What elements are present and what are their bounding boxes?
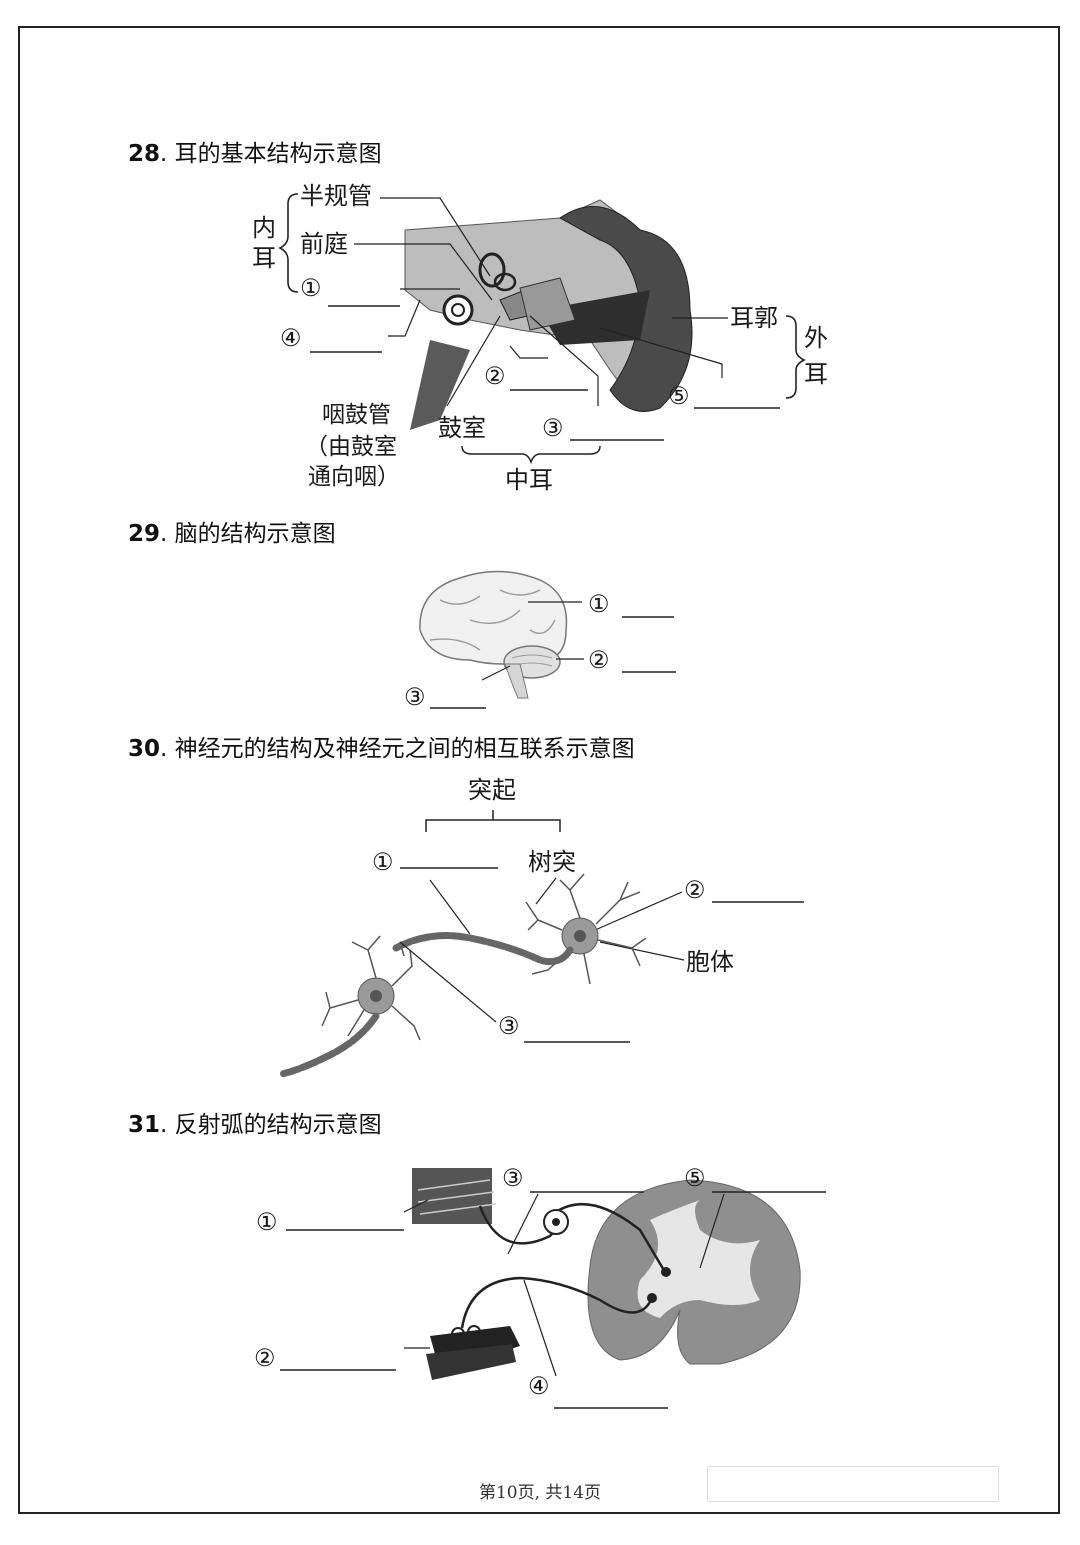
label-blank4: ④ <box>280 324 302 352</box>
label-blank1: ① <box>256 1208 278 1236</box>
outer-ear-brace <box>786 316 804 398</box>
label-blank1: ① <box>372 848 394 876</box>
label-blank5: ⑤ <box>668 382 690 410</box>
label-cell-body: 胞体 <box>686 948 734 976</box>
process-bracket <box>426 810 560 832</box>
neuron-right <box>526 874 646 984</box>
middle-ear-brace <box>462 446 600 462</box>
label-process: 突起 <box>468 776 516 804</box>
pointer-4 <box>524 1280 556 1376</box>
question-number: 31 <box>128 1112 160 1138</box>
label-outer-ear-1: 外 <box>804 324 828 352</box>
label-inner-ear-1: 内 <box>252 214 276 242</box>
synapse-1 <box>661 1267 671 1277</box>
spinal-cord <box>588 1180 800 1364</box>
question-31-title: 31. 反射弧的结构示意图 <box>128 1105 382 1139</box>
question-text: 耳的基本结构示意图 <box>175 141 382 167</box>
axon-bottom <box>282 1016 376 1074</box>
label-outer-ear-2: 耳 <box>804 360 828 388</box>
inner-ear-brace <box>280 194 298 292</box>
question-29-title: 29. 脑的结构示意图 <box>128 514 336 548</box>
label-blank3: ③ <box>542 414 564 442</box>
label-blank3: ③ <box>498 1012 520 1040</box>
label-eustachian-3: 通向咽） <box>308 464 400 490</box>
muscle-effector <box>426 1326 520 1380</box>
neuron-diagram: 突起 ① 树突 ② 胞体 ③ <box>0 770 1080 1090</box>
label-tympanic-cavity: 鼓室 <box>438 414 486 442</box>
label-semicircular: 半规管 <box>300 182 372 210</box>
ear-svg: 内 耳 半规管 前庭 ① ④ 咽鼓管 （由鼓室 通向咽） ② 鼓室 ③ 中耳 耳… <box>0 170 1080 500</box>
pointer-dendrite <box>536 878 556 904</box>
label-blank5: ⑤ <box>684 1164 706 1192</box>
page-footer: 第10页, 共14页 <box>0 1478 1080 1503</box>
label-eustachian-1: 咽鼓管 <box>322 402 391 428</box>
label-inner-ear-2: 耳 <box>252 244 276 272</box>
brain-illustration <box>420 571 567 698</box>
reflex-arc-diagram: ① ② ③ ⑤ ④ <box>0 1150 1080 1420</box>
label-blank4: ④ <box>528 1372 550 1400</box>
label-blank3: ③ <box>502 1164 524 1192</box>
pointer-2 <box>510 346 548 358</box>
label-auricle: 耳郭 <box>730 304 778 332</box>
ganglion-core <box>552 1218 560 1226</box>
question-number: 29 <box>128 521 160 547</box>
reflex-arc-svg: ① ② ③ ⑤ ④ <box>0 1150 1080 1420</box>
pointer-2 <box>586 892 682 934</box>
pointer-3 <box>482 666 510 680</box>
label-blank2: ② <box>588 646 610 674</box>
label-middle-ear: 中耳 <box>505 466 553 494</box>
label-vestibule: 前庭 <box>300 230 348 258</box>
pointer-cell-body <box>600 942 684 960</box>
question-28-title: 28. 耳的基本结构示意图 <box>128 134 382 168</box>
question-number: 30 <box>128 736 160 762</box>
label-eustachian-2: （由鼓室 <box>305 434 397 460</box>
axon-top <box>396 936 570 962</box>
pointer-1 <box>430 880 470 934</box>
pointer-3 <box>508 1194 538 1254</box>
label-blank2: ② <box>684 876 706 904</box>
label-blank2: ② <box>484 362 506 390</box>
question-text: 脑的结构示意图 <box>175 521 336 547</box>
label-blank3: ③ <box>404 683 426 711</box>
neuron-svg: 突起 ① 树突 ② 胞体 ③ <box>0 770 1080 1090</box>
ear-diagram: 内 耳 半规管 前庭 ① ④ 咽鼓管 （由鼓室 通向咽） ② 鼓室 ③ 中耳 耳… <box>0 170 1080 500</box>
pointer-3 <box>400 942 496 1022</box>
question-text: 神经元的结构及神经元之间的相互联系示意图 <box>175 736 635 762</box>
label-blank1: ① <box>588 590 610 618</box>
question-number: 28 <box>128 141 160 167</box>
question-text: 反射弧的结构示意图 <box>175 1112 382 1138</box>
label-blank1: ① <box>300 274 322 302</box>
brain-diagram: ① ② ③ <box>0 560 1080 720</box>
label-dendrite: 树突 <box>528 848 576 876</box>
brain-svg: ① ② ③ <box>0 560 1080 720</box>
synapse-2 <box>647 1293 657 1303</box>
ear-illustration <box>405 200 692 430</box>
question-30-title: 30. 神经元的结构及神经元之间的相互联系示意图 <box>128 729 635 763</box>
label-blank2: ② <box>254 1344 276 1372</box>
